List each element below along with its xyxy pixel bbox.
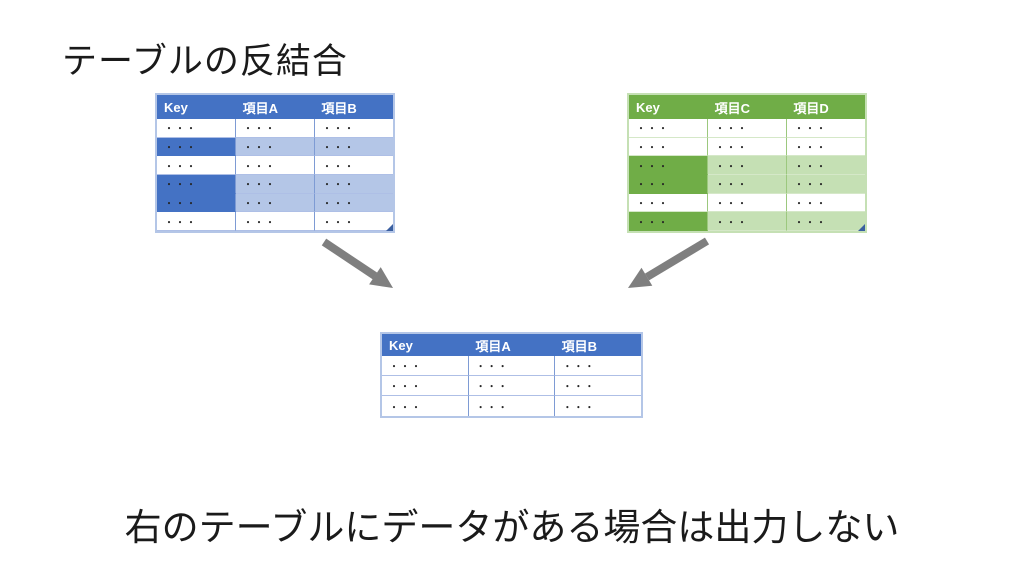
table-row: ・・・・・・・・・: [157, 156, 393, 176]
table-cell: ・・・: [708, 119, 787, 138]
table-cell: ・・・: [315, 212, 393, 232]
table-cell: ・・・: [787, 156, 865, 176]
table-cell: ・・・: [555, 396, 642, 416]
table-cell: ・・・: [708, 212, 787, 232]
table-cell: ・・・: [382, 396, 469, 416]
column-header: 項目A: [475, 338, 511, 354]
table-row: ・・・・・・・・・: [157, 193, 393, 213]
left-arrow-icon: [321, 238, 393, 288]
table-cell: ・・・: [236, 212, 315, 232]
table-header-row: Key 項目A 項目B: [157, 95, 393, 119]
caption-text: 右のテーブルにデータがある場合は出力しない: [124, 507, 900, 548]
table-cell: ・・・: [555, 356, 642, 376]
table-cell: ・・・: [157, 212, 236, 232]
table-cell: ・・・: [157, 193, 236, 213]
resize-handle-icon: [858, 224, 865, 231]
table-row: ・・・・・・・・・: [382, 376, 642, 396]
right-arrow-icon: [628, 237, 710, 288]
table-cell: ・・・: [468, 376, 556, 396]
table-cell: ・・・: [315, 137, 393, 157]
table-row: ・・・・・・・・・: [157, 175, 393, 194]
column-header: 項目C: [714, 100, 751, 116]
column-header: 項目A: [242, 100, 279, 116]
column-header: Key: [389, 337, 413, 353]
table-cell: ・・・: [787, 212, 865, 232]
table-cell: ・・・: [555, 376, 642, 396]
table-cell: ・・・: [236, 119, 315, 138]
table-cell: ・・・: [629, 156, 708, 176]
table-row: ・・・・・・・・・: [629, 212, 865, 232]
table-cell: ・・・: [629, 193, 708, 213]
table-cell: ・・・: [468, 396, 556, 416]
table-cell: ・・・: [629, 175, 708, 194]
table-cell: ・・・: [629, 212, 708, 232]
column-header: 項目B: [561, 338, 598, 354]
table-row: ・・・・・・・・・: [157, 137, 393, 157]
table-cell: ・・・: [157, 137, 236, 157]
table-cell: ・・・: [787, 119, 865, 138]
table-cell: ・・・: [315, 156, 393, 176]
column-header: Key: [636, 99, 660, 115]
table-cell: ・・・: [468, 356, 556, 376]
table-row: ・・・・・・・・・: [629, 137, 865, 157]
table-header-row: Key 項目C 項目D: [629, 95, 865, 119]
table-cell: ・・・: [157, 175, 236, 194]
table-cell: ・・・: [629, 137, 708, 157]
table-cell: ・・・: [236, 193, 315, 213]
table-cell: ・・・: [382, 376, 469, 396]
table-row: ・・・・・・・・・: [629, 175, 865, 194]
table-cell: ・・・: [629, 119, 708, 138]
table-cell: ・・・: [382, 356, 469, 376]
table-cell: ・・・: [315, 119, 393, 138]
table-cell: ・・・: [157, 119, 236, 138]
table-cell: ・・・: [236, 137, 315, 157]
table-cell: ・・・: [315, 175, 393, 194]
table-cell: ・・・: [236, 156, 315, 176]
table-row: ・・・・・・・・・: [629, 119, 865, 138]
table-row: ・・・・・・・・・: [157, 212, 393, 232]
table-cell: ・・・: [787, 193, 865, 213]
table-cell: ・・・: [708, 137, 787, 157]
table-cell: ・・・: [787, 137, 865, 157]
table-row: ・・・・・・・・・: [629, 193, 865, 213]
table-cell: ・・・: [787, 175, 865, 194]
table-row: ・・・・・・・・・: [382, 396, 642, 416]
column-header: 項目B: [321, 100, 357, 116]
resize-handle-icon: [386, 224, 393, 231]
column-header: 項目D: [793, 100, 829, 116]
table-header-row: Key 項目A 項目B: [382, 334, 641, 356]
column-header: Key: [164, 99, 188, 115]
table-cell: ・・・: [708, 175, 787, 194]
table-cell: ・・・: [315, 193, 393, 213]
table-cell: ・・・: [236, 175, 315, 194]
table-row: ・・・・・・・・・: [629, 156, 865, 176]
table-cell: ・・・: [708, 193, 787, 213]
table-row: ・・・・・・・・・: [382, 356, 642, 376]
page-title: テーブルの反結合: [62, 42, 348, 81]
table-cell: ・・・: [708, 156, 787, 176]
table-row: ・・・・・・・・・: [157, 119, 393, 138]
table-cell: ・・・: [157, 156, 236, 176]
